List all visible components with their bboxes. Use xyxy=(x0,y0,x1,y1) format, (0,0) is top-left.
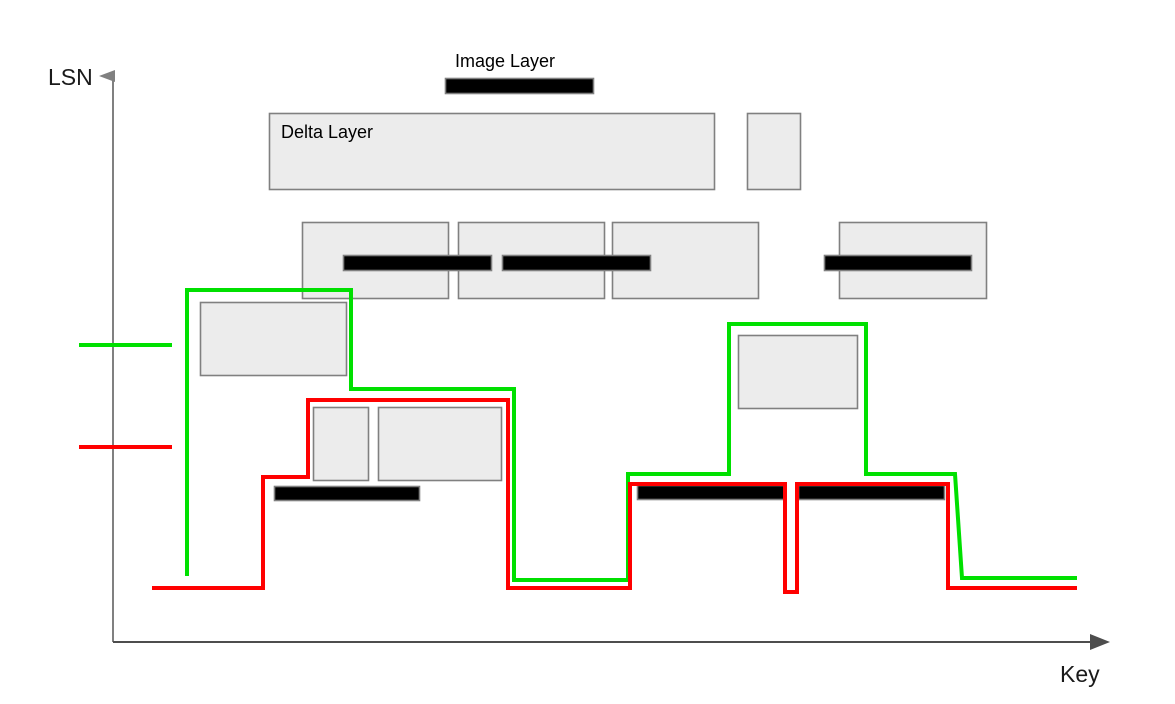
x-axis-label: Key xyxy=(1060,661,1100,687)
axes-group xyxy=(99,70,1110,650)
image-layer-bar xyxy=(444,77,595,95)
delta-bar-row2-3 xyxy=(823,254,973,272)
red-lsn-boundary-line xyxy=(152,398,1077,594)
delta-bar-lower-left xyxy=(273,485,421,502)
layer-box-red-small xyxy=(312,406,370,482)
layer-box-green-left xyxy=(199,301,348,377)
lsn-tick-group xyxy=(79,343,172,449)
y-axis-label: LSN xyxy=(48,64,93,90)
delta-bar-lower-mid xyxy=(636,484,786,501)
delta-layer-box-small-right xyxy=(746,112,802,191)
delta-layer-title: Delta Layer xyxy=(281,122,374,142)
layer-box-green-right xyxy=(737,334,859,410)
delta-bar-row2-1 xyxy=(342,254,493,272)
delta-layer-box xyxy=(268,112,716,191)
layer-boxes-group xyxy=(199,112,988,482)
delta-bar-lower-right xyxy=(797,484,946,501)
image-bars-group xyxy=(273,77,973,502)
green-lsn-boundary-line xyxy=(185,288,1077,582)
delta-bar-row2-2 xyxy=(501,254,652,272)
image-layer-title: Image Layer xyxy=(455,51,556,71)
layer-box-red-wide xyxy=(377,406,503,482)
